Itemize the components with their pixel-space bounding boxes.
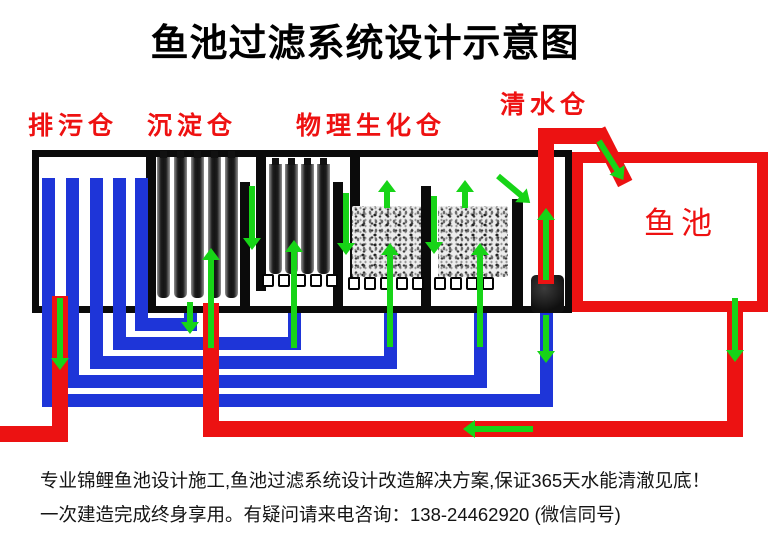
pump-outlet-pipe-vertical [538,128,554,284]
flow-arrow-down [243,186,261,250]
partition-wall-full [146,150,156,313]
flow-arrow-down [51,298,69,370]
flow-arrow-down [181,302,199,334]
flow-arrow-down [537,315,555,363]
filter-brush [225,151,238,298]
pond-inlet-riser [203,303,219,437]
filter-brush [317,158,330,274]
footer-text-line1: 专业锦鲤鱼池设计施工,鱼池过滤系统设计改造解决方案,保证365天水能清澈见底！ [40,470,711,491]
perforated-plate [434,277,508,290]
standpipe-2 [66,178,79,388]
diagram-title: 鱼池过滤系统设计示意图 [150,23,580,65]
pump-outlet-pipe-horizontal [538,128,602,144]
baffle-bottom-4 [512,199,523,313]
label-clean-water-chamber: 清水仓 [500,91,591,119]
flow-arrow-up [378,180,396,208]
flow-arrow-down [337,193,355,255]
label-drain-chamber: 排污仓 [28,112,119,140]
pond-bottom-drain-pipe [727,305,743,437]
flow-arrow-down [425,196,443,254]
label-bio-chamber: 物理生化仓 [296,112,447,140]
fish-pond [572,152,768,312]
sewage-outlet-pipe-horizontal [0,426,68,442]
filter-brush [174,151,187,298]
wall-top-hung-1 [256,155,266,291]
footer-text-line2: 一次建造完成终身享用。有疑问请来电咨询：138-24462920 (微信同号) [40,504,621,525]
perforated-plate [348,277,432,290]
flow-arrow-up [456,180,474,208]
flow-arrow-up [537,208,555,280]
bio-media-block [352,206,421,277]
flow-arrow-up [285,240,303,348]
bio-media-block [438,206,508,277]
filter-brush [191,151,204,298]
footer-text: 专业锦鲤鱼池设计施工,鱼池过滤系统设计改造解决方案,保证365天水能清澈见底！ … [40,464,710,532]
filter-brush [157,151,170,298]
flow-arrow-up [471,243,489,347]
flow-arrow-left [463,420,533,438]
label-sedimentation-chamber: 沉淀仓 [147,112,238,140]
drain-run-4 [66,375,487,388]
flow-arrow-up [202,248,220,348]
flow-arrow-up [381,243,399,347]
filter-brush [269,158,282,274]
flow-arrow-down [726,298,744,362]
drain-run-5 [42,394,553,407]
standpipe-1 [42,178,55,407]
filter-brush [301,158,314,274]
standpipe-5 [135,178,148,331]
label-fish-pond: 鱼池 [644,206,718,241]
drain-run-3 [90,356,397,369]
filter-tank [32,150,572,313]
standpipe-3 [90,178,103,369]
standpipe-4 [113,178,126,350]
